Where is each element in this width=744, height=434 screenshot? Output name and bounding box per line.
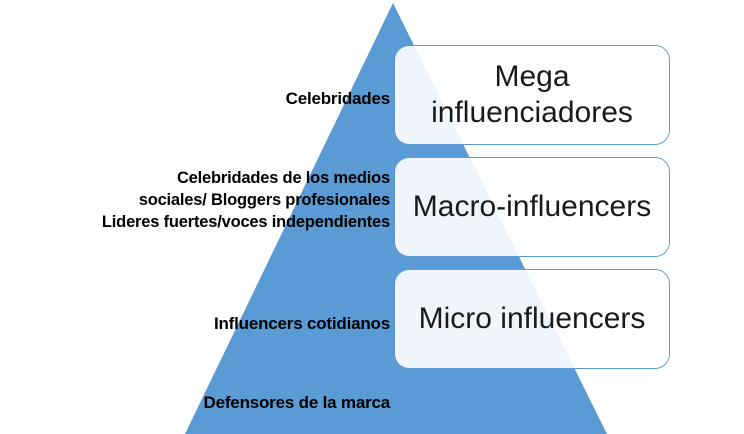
label-macro-group: Celebridades de los medios sociales/ Blo… (102, 168, 390, 233)
tier-box-macro[interactable]: Macro-influencers (394, 157, 670, 257)
label-celebridades-medios: Celebridades de los medios (176, 169, 390, 187)
label-sociales-bloggers: sociales/ Bloggers profesionales (138, 190, 390, 209)
tier-label-macro: Macro-influencers (412, 190, 652, 223)
tier-label-micro: Micro influencers (418, 302, 646, 335)
label-lideres-fuertes: Lideres fuertes/voces independientes (101, 212, 390, 231)
tier-box-micro[interactable]: Micro influencers (394, 269, 670, 369)
tier-box-mega[interactable]: Mega influenciadores (394, 45, 670, 145)
label-celebridades: Celebridades (285, 89, 391, 108)
label-influencers-cotidianos: Influencers cotidianos (213, 314, 390, 333)
label-defensores-marca: Defensores de la marca (203, 393, 391, 412)
tier-label-mega: Mega influenciadores (431, 60, 633, 129)
